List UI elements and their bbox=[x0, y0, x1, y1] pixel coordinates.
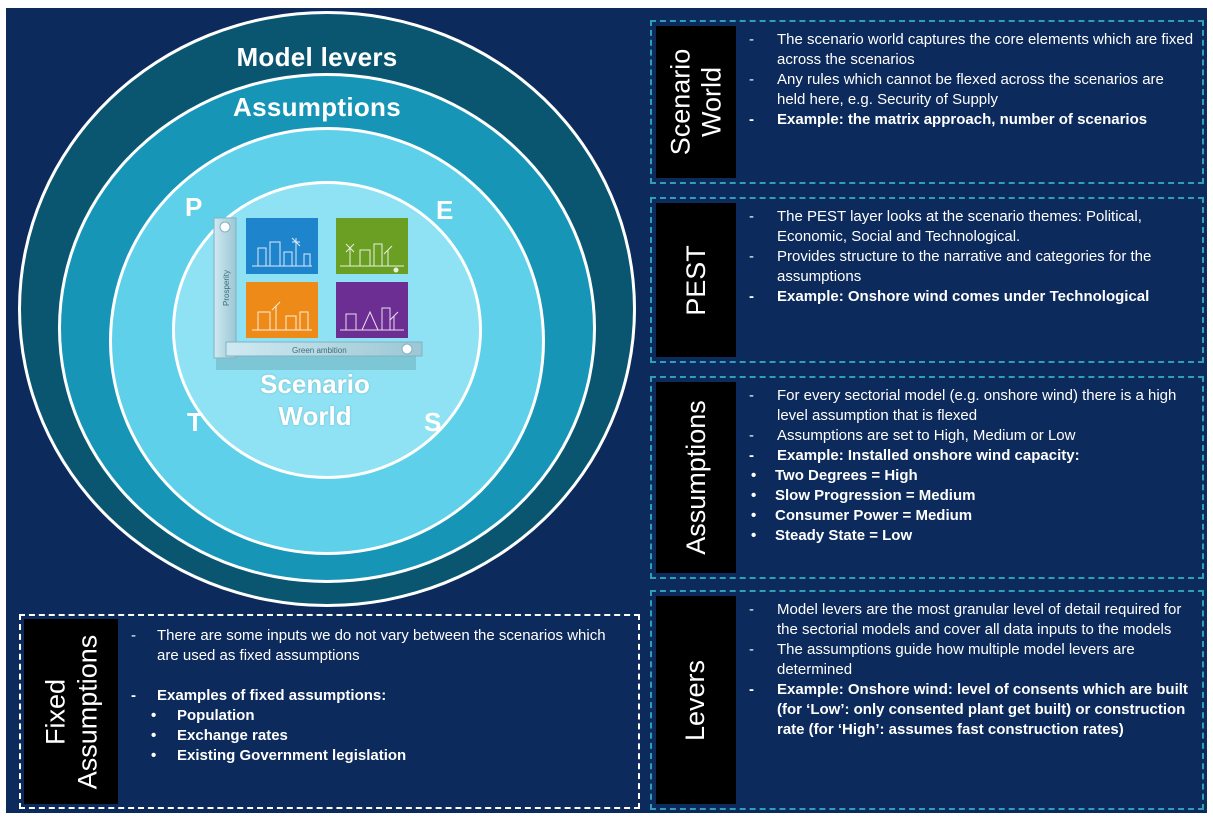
panel-assumptions-bullet-1: For every sectorial model (e.g. onshore … bbox=[747, 386, 1194, 426]
panel-levers-list: Model levers are the most granular level… bbox=[747, 600, 1194, 740]
scenario-matrix-graphic: Prosperity Green ambition bbox=[213, 217, 423, 370]
panel-scenario-world-tab-line-2: World bbox=[696, 66, 727, 138]
y-axis-bar bbox=[213, 217, 237, 359]
x-axis-label: Green ambition bbox=[292, 346, 347, 355]
panel-assumptions-tab: Assumptions bbox=[656, 382, 736, 573]
fixed-examples-heading: Examples of fixed assumptions: bbox=[129, 686, 630, 706]
panel-assumptions-bullet-2: Assumptions are set to High, Medium or L… bbox=[747, 426, 1194, 446]
panel-pest-tab: PEST bbox=[656, 203, 736, 357]
tile-bottom-left-art bbox=[252, 301, 312, 331]
panel-pest-list: The PEST layer looks at the scenario the… bbox=[747, 207, 1194, 307]
panel-assumptions-tab-line-1: Assumptions bbox=[680, 400, 711, 555]
panel-fixed-assumptions-tab-line-1: Fixed bbox=[40, 678, 71, 745]
scenario-world-line-1: Scenario bbox=[260, 369, 370, 399]
matrix-shadow bbox=[216, 356, 416, 370]
panel-fixed-assumptions-body: There are some inputs we do not vary bet… bbox=[129, 626, 630, 766]
panel-levers-tab: Levers bbox=[656, 596, 736, 804]
x-axis-icon bbox=[401, 343, 413, 355]
fixed-example-legislation: Existing Government legislation bbox=[129, 746, 630, 766]
panel-scenario-world-bullet-1: The scenario world captures the core ele… bbox=[747, 30, 1194, 70]
panel-assumptions-sub-list: Two Degrees = High Slow Progression = Me… bbox=[747, 466, 1194, 546]
model-levers-label: Model levers bbox=[236, 42, 398, 72]
panel-levers-bullet-1: Model levers are the most granular level… bbox=[747, 600, 1194, 640]
fixed-example-exchange-rates: Exchange rates bbox=[129, 726, 630, 746]
fixed-examples-list: Population Exchange rates Existing Gover… bbox=[129, 706, 630, 766]
assumptions-label: Assumptions bbox=[233, 92, 401, 122]
panel-fixed-assumptions-tab: Fixed Assumptions bbox=[24, 619, 118, 804]
tile-bottom-right-art bbox=[340, 307, 404, 331]
panel-pest-tab-line-1: PEST bbox=[680, 244, 711, 316]
pest-letter-s: S bbox=[424, 407, 442, 437]
panel-pest: PEST The PEST layer looks at the scenari… bbox=[650, 197, 1204, 363]
panel-pest-example: Example: Onshore wind comes under Techno… bbox=[747, 287, 1194, 307]
panel-scenario-world-tab-line-1: Scenario bbox=[665, 48, 696, 156]
panel-levers-bullet-2: The assumptions guide how multiple model… bbox=[747, 640, 1194, 680]
panel-levers-example: Example: Onshore wind: level of consents… bbox=[747, 680, 1194, 740]
panel-scenario-world-example: Example: the matrix approach, number of … bbox=[747, 110, 1194, 130]
fixed-intro: There are some inputs we do not vary bet… bbox=[129, 626, 630, 666]
fixed-example-population: Population bbox=[129, 706, 630, 726]
panel-scenario-world: Scenario World The scenario world captur… bbox=[650, 20, 1204, 184]
panel-levers: Levers Model levers are the most granula… bbox=[650, 590, 1204, 810]
scenario-world-label: Scenario World bbox=[215, 368, 415, 432]
pest-letter-e: E bbox=[436, 195, 454, 225]
sub-bullet-consumer-power: Consumer Power = Medium bbox=[747, 506, 1194, 526]
panel-pest-bullet-2: Provides structure to the narrative and … bbox=[747, 247, 1194, 287]
pest-letter-p: P bbox=[185, 192, 203, 222]
tile-top-right-art bbox=[340, 243, 404, 273]
y-axis-label: Prosperity bbox=[222, 270, 231, 306]
panel-scenario-world-bullet-2: Any rules which cannot be flexed across … bbox=[747, 70, 1194, 110]
panel-levers-tab-line-1: Levers bbox=[680, 659, 711, 741]
panel-assumptions-example: Example: Installed onshore wind capacity… bbox=[747, 446, 1194, 466]
panel-assumptions-list: For every sectorial model (e.g. onshore … bbox=[747, 386, 1194, 546]
panel-scenario-world-tab: Scenario World bbox=[656, 26, 736, 178]
panel-pest-bullet-1: The PEST layer looks at the scenario the… bbox=[747, 207, 1194, 247]
y-axis-icon bbox=[219, 221, 231, 233]
tile-top-left-art bbox=[252, 237, 312, 267]
tile-bottom-right bbox=[336, 282, 408, 338]
sub-bullet-slow-progression: Slow Progression = Medium bbox=[747, 486, 1194, 506]
panel-assumptions: Assumptions For every sectorial model (e… bbox=[650, 376, 1204, 579]
sub-bullet-two-degrees: Two Degrees = High bbox=[747, 466, 1194, 486]
panel-fixed-assumptions-tab-line-2: Assumptions bbox=[72, 634, 103, 789]
panel-scenario-world-list: The scenario world captures the core ele… bbox=[747, 30, 1194, 130]
x-axis-bar bbox=[225, 341, 423, 357]
scenario-world-line-2: World bbox=[278, 401, 352, 431]
pest-letter-t: T bbox=[187, 407, 203, 437]
sub-bullet-steady-state: Steady State = Low bbox=[747, 526, 1194, 546]
panel-fixed-assumptions: Fixed Assumptions There are some inputs … bbox=[19, 614, 640, 809]
